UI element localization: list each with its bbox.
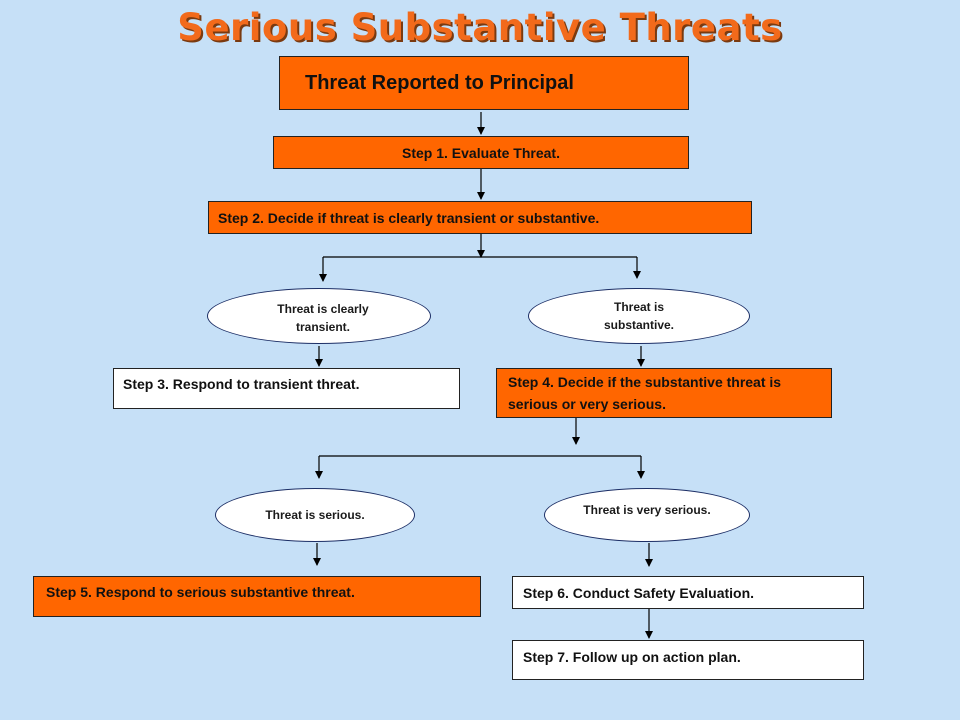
step1-box: Step 1. Evaluate Threat. — [273, 136, 689, 169]
step3-box: Step 3. Respond to transient threat. — [113, 368, 460, 409]
serious-ellipse: Threat is serious. — [215, 488, 415, 542]
step5-box: Step 5. Respond to serious substantive t… — [33, 576, 481, 617]
step2-box: Step 2. Decide if threat is clearly tran… — [208, 201, 752, 234]
threat-reported-box: Threat Reported to Principal — [279, 56, 689, 110]
substantive-ellipse: Threat is substantive. — [528, 288, 750, 344]
very-serious-label: Threat is very serious. — [583, 503, 711, 517]
step6-box: Step 6. Conduct Safety Evaluation. — [512, 576, 864, 609]
very-serious-ellipse: Threat is very serious. — [544, 488, 750, 542]
serious-label: Threat is serious. — [265, 508, 365, 522]
step6-label: Step 6. Conduct Safety Evaluation. — [523, 584, 755, 601]
step2-label: Step 2. Decide if threat is clearly tran… — [218, 209, 600, 226]
step1-label: Step 1. Evaluate Threat. — [402, 144, 560, 161]
substantive-label: Threat is substantive. — [603, 300, 675, 332]
step7-label: Step 7. Follow up on action plan. — [523, 649, 741, 665]
step4-box: Step 4. Decide if the substantive threat… — [496, 368, 832, 418]
step7-box: Step 7. Follow up on action plan. — [512, 640, 864, 680]
transient-ellipse: Threat is clearly transient. — [207, 288, 431, 344]
step5-label: Step 5. Respond to serious substantive t… — [46, 584, 355, 600]
step3-label: Step 3. Respond to transient threat. — [123, 376, 360, 392]
transient-label: Threat is clearly transient. — [277, 302, 369, 334]
threat-reported-label: Threat Reported to Principal — [305, 71, 574, 94]
page-title: Serious Substantive Threats — [177, 6, 783, 49]
step4-label: Step 4. Decide if the substantive threat… — [508, 374, 782, 412]
